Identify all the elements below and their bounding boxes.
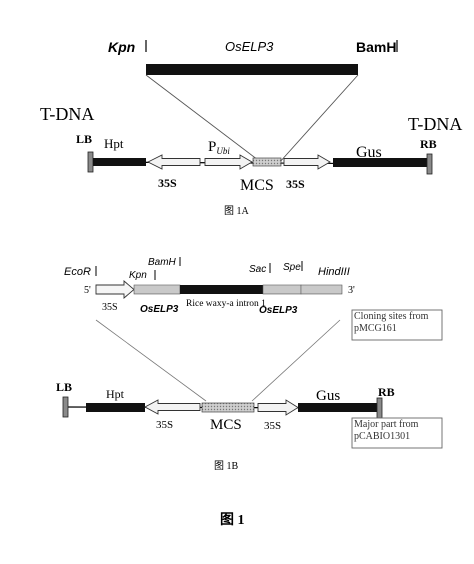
bamh-site-label-b: BamH	[148, 257, 177, 268]
osELP3-right-label: OsELP3	[259, 305, 298, 316]
promoter-35s-arrow-left-b	[144, 399, 201, 415]
mcs-block	[252, 157, 282, 167]
osELP3-left-label: OsELP3	[140, 304, 179, 315]
funnel-line-left	[145, 74, 263, 164]
rb-label-b: RB	[378, 385, 395, 399]
kpn-site-label: Kpn	[108, 39, 135, 55]
tdna-label-right: T-DNA	[408, 114, 462, 134]
terminator-block	[300, 284, 343, 295]
promoter-ubi-arrow	[204, 154, 253, 170]
tdna-label-left: T-DNA	[40, 104, 94, 124]
osELP3-insert-bar	[146, 64, 358, 75]
gus-label-b: Gus	[316, 388, 340, 404]
mcs-block-b	[201, 402, 255, 413]
promoter-35s-arrow-left	[146, 154, 201, 170]
intron-label: Rice waxy-a intron 1	[186, 299, 266, 309]
funnel-line-right	[278, 74, 359, 164]
lb-border-marker-b	[62, 396, 69, 418]
promoter-35s-arrow-top	[95, 280, 135, 299]
insert-gene-label: OsELP3	[225, 39, 274, 54]
cloning-sites-note-container: Cloning sites from pMCG161	[354, 311, 429, 334]
five-prime-label: 5'	[84, 285, 91, 296]
funnel-line-right-b	[251, 319, 341, 402]
promoter-35s-left-label: 35S	[158, 176, 177, 190]
hpt-label-b: Hpt	[106, 387, 125, 401]
bamh-site-label: BamH	[356, 39, 396, 55]
figure-1a-caption: 图 1A	[224, 205, 249, 217]
osELP3-antisense-block	[262, 284, 302, 295]
mcs-label-b: MCS	[210, 417, 242, 433]
rb-border-marker	[426, 153, 433, 175]
gus-gene-bar	[333, 158, 427, 167]
hpt-label: Hpt	[104, 136, 124, 151]
gus-gene-bar-b	[298, 403, 377, 412]
major-part-note: Major part from pCABIO1301	[354, 419, 419, 442]
osELP3-sense-block	[133, 284, 181, 295]
kpn-site-label-b: Kpn	[129, 270, 147, 281]
figure-caption: 图 1	[220, 512, 245, 528]
rb-label: RB	[420, 137, 437, 151]
lb-label-b: LB	[56, 380, 72, 394]
promoter-35s-left-label-b: 35S	[156, 419, 173, 431]
promoter-35s-right-label: 35S	[286, 177, 305, 191]
intron-block	[180, 285, 263, 294]
rb-border-marker-b	[376, 397, 383, 419]
sac-site-label: Sac	[249, 264, 266, 275]
promoter-35s-arrow-right-b	[257, 399, 299, 416]
promoter-35s-arrow-right	[283, 154, 331, 170]
cloning-sites-note: Cloning sites from pMCG161	[354, 311, 429, 334]
mcs-label: MCS	[240, 177, 274, 194]
figure-1a: Kpn OsELP3 BamH T-DNA T-DNA LB RB Hpt PU…	[40, 39, 462, 217]
funnel-line-left-b	[95, 319, 207, 402]
ecor-site-label: EcoR	[64, 266, 91, 278]
figure-1b: EcoR BamH Kpn Sac Spe HindIII 5' 3' 35S …	[56, 257, 443, 472]
hpt-gene-bar	[93, 158, 146, 166]
hind-site-label: HindIII	[318, 266, 350, 278]
promoter-35s-top-label: 35S	[102, 302, 118, 313]
lb-border-marker	[87, 151, 94, 173]
cloning-sites-box	[351, 309, 443, 341]
promoter-35s-right-label-b: 35S	[264, 420, 281, 432]
spe-site-label: Spe	[283, 262, 301, 273]
major-part-note-container: Major part from pCABIO1301	[354, 419, 419, 442]
figure-1b-caption: 图 1B	[214, 460, 238, 472]
pubi-label: PUbi	[208, 139, 230, 156]
gus-label: Gus	[356, 144, 382, 161]
lb-label: LB	[76, 132, 92, 146]
major-part-box	[351, 417, 443, 449]
three-prime-label: 3'	[348, 285, 355, 296]
hpt-gene-bar-b	[86, 403, 145, 412]
